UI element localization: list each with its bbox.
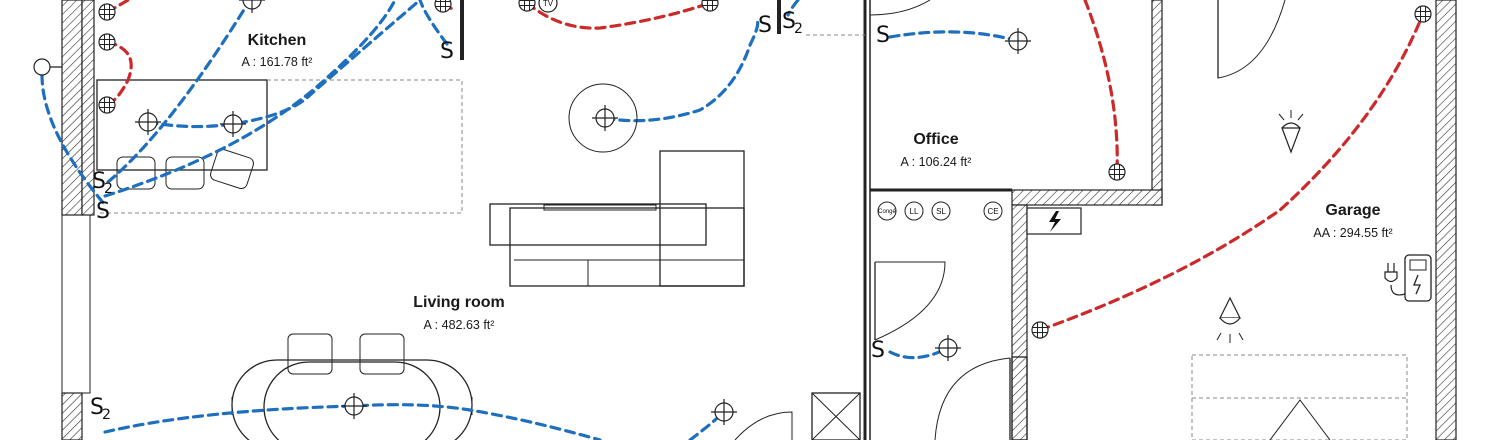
kitchen-name: Kitchen bbox=[248, 32, 307, 49]
ce-label: CE bbox=[987, 207, 998, 216]
sofa bbox=[489, 150, 745, 287]
office-name: Office bbox=[913, 131, 958, 148]
garage-left-wall bbox=[1011, 204, 1028, 440]
outlets bbox=[98, 0, 1432, 339]
tv-label: TV bbox=[543, 0, 554, 8]
pendant-lamp-icon bbox=[1216, 296, 1244, 343]
garage-area: AA : 294.55 ft² bbox=[1313, 226, 1392, 240]
walls bbox=[61, 0, 1457, 440]
kitchen-inner-wall bbox=[81, 0, 95, 216]
switch-plates bbox=[460, 0, 781, 60]
ev-charger-icon bbox=[1384, 254, 1432, 302]
outlet-icon bbox=[1414, 5, 1432, 23]
outlet-icon bbox=[434, 0, 452, 13]
outlet-circuits bbox=[105, 0, 1425, 332]
light-fixture-icon bbox=[134, 108, 162, 136]
outlet-icon bbox=[1108, 163, 1126, 181]
garage-car-outline bbox=[1191, 354, 1408, 440]
doors bbox=[734, 0, 1286, 440]
switch-icon: S bbox=[440, 39, 454, 64]
living-room-area: A : 482.63 ft² bbox=[424, 318, 495, 332]
garage-name: Garage bbox=[1325, 202, 1380, 219]
kitchen-island bbox=[96, 79, 268, 171]
room-labels: Kitchen A : 161.78 ft² Living room A : 4… bbox=[242, 32, 1393, 332]
kitchen-furniture bbox=[96, 79, 463, 214]
switch-subscript: 2 bbox=[102, 407, 111, 423]
pendant-lamp-icon bbox=[1278, 110, 1304, 154]
light-fixture-icon bbox=[340, 392, 368, 420]
left-wall-opening bbox=[61, 214, 91, 394]
outlet-icon bbox=[98, 3, 116, 21]
ll-label: LL bbox=[910, 207, 919, 216]
switch-subscript: 2 bbox=[794, 21, 803, 37]
light-fixture-icon bbox=[591, 104, 619, 132]
light-fixture-icon bbox=[219, 110, 247, 138]
outlet-icon bbox=[98, 33, 116, 51]
switch-icon: S bbox=[90, 395, 104, 420]
switch-icon: S bbox=[758, 13, 772, 38]
light-fixture-icon bbox=[934, 334, 962, 362]
electrical-panel-icon bbox=[1026, 207, 1082, 235]
wall-light-icon bbox=[33, 58, 62, 76]
switch-icon: S bbox=[782, 9, 796, 34]
office-area: A : 106.24 ft² bbox=[901, 155, 972, 169]
laundry-outlets: Congé LL SL CE bbox=[877, 201, 1003, 221]
switch-icon: S bbox=[92, 169, 106, 194]
outlet-icon bbox=[701, 0, 719, 12]
light-fixtures bbox=[33, 0, 1032, 426]
kitchen-area: A : 161.78 ft² bbox=[242, 55, 313, 69]
conge-label: Congé bbox=[878, 209, 896, 215]
sl-label: SL bbox=[936, 207, 946, 216]
outlet-icon bbox=[518, 0, 536, 12]
living-room-name: Living room bbox=[413, 294, 505, 311]
left-exterior-wall-bottom bbox=[61, 392, 83, 440]
dining-set bbox=[231, 333, 473, 440]
switch-icon: S bbox=[876, 23, 890, 48]
tv-outlet: TV bbox=[538, 0, 558, 13]
left-exterior-wall-top bbox=[61, 0, 83, 216]
lighting-circuits bbox=[40, 0, 1020, 440]
switch-icon: S bbox=[871, 338, 885, 363]
office-garage-wall bbox=[1151, 0, 1163, 206]
office-bottom-wall bbox=[1011, 189, 1163, 206]
light-fixture-icon bbox=[1004, 27, 1032, 55]
switch-icon: S bbox=[96, 199, 110, 224]
outlet-icon bbox=[98, 96, 116, 114]
switch-labels: S S S 2 S S 2 S S S 2 bbox=[90, 9, 890, 423]
switch-subscript: 2 bbox=[104, 181, 113, 197]
right-exterior-wall bbox=[1435, 0, 1457, 440]
outlet-icon bbox=[1031, 321, 1049, 339]
kitchen-stool-3 bbox=[210, 148, 254, 190]
